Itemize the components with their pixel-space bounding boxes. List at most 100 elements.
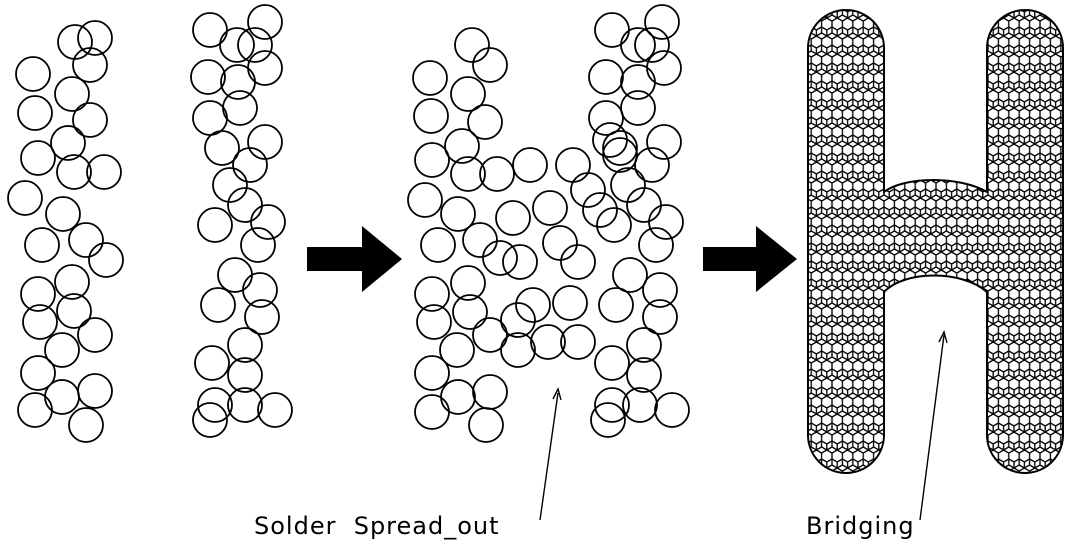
solder-particle [482,240,518,276]
solder-particle [68,222,104,258]
solder-particle [414,355,450,391]
solder-particle [15,56,51,92]
solder-particle [588,59,624,95]
solder-particle [77,373,113,409]
solder-particle [56,154,92,190]
solder-particle [555,147,591,183]
solder-particle [77,20,113,56]
bridging-pointer [919,334,945,521]
solder-particle [596,207,632,243]
solder-particle [450,265,486,301]
solder-particle [72,47,108,83]
solder-particle [588,100,624,136]
solder-particle [620,27,656,63]
solder-particle [22,304,58,340]
stage-1-solder-particles [7,4,293,443]
solder-particle [257,392,293,428]
solder-particle [192,100,228,136]
solder-particle [240,227,276,263]
bridging-label: Bridging [806,512,915,540]
solder-particle [190,59,226,95]
solder-particle [192,402,228,438]
solder-particle [20,276,56,312]
solder-particle [68,407,104,443]
stage-2-spread-out-particles [407,4,690,443]
solder-particle [7,180,43,216]
solder-particle [54,76,90,112]
solder-particle [45,196,81,232]
solder-particle [200,287,236,323]
solder-particle [495,200,531,236]
solder-particle [634,27,670,63]
solder-particle [407,182,443,218]
solder-particle [219,27,255,63]
solder-particle [197,387,233,423]
solder-particle [620,90,656,126]
solder-particle [244,299,280,335]
solder-particle [612,257,648,293]
right-arrow-icon [307,226,402,292]
solder-particle [626,327,662,363]
solder-particle [444,128,480,164]
solder-particle [222,90,258,126]
solder-particle [638,227,674,263]
solder-particle [24,227,60,263]
solder-particle [242,272,278,308]
solder-particle [414,394,450,430]
solder-particle [512,147,548,183]
solder-particle [17,95,53,131]
solder-particle [450,156,486,192]
solder-particle [610,167,646,203]
solder-particle [416,304,452,340]
solder-particle [217,257,253,293]
solder-particle [227,187,263,223]
solder-particle [54,264,90,300]
solder-particle [72,102,108,138]
solder-particle [502,244,538,280]
solder-particle [439,332,475,368]
solder-particle [20,140,56,176]
solder-particle [500,302,536,338]
solder-particle [247,124,283,160]
spread-out-pointer [539,392,559,521]
solder-particle [602,137,638,173]
solder-particle [472,374,508,410]
solder-particle [450,76,486,112]
solder-particle [44,379,80,415]
solder-particle [194,345,230,381]
solder-particle [77,317,113,353]
solder-particle [440,379,476,415]
solder-particle [532,190,568,226]
solder-particle [462,222,498,258]
solder-particle [500,332,536,368]
solder-particle [212,167,248,203]
solder-particle [620,64,656,100]
solder-particle [560,244,596,280]
solder-particle [582,192,618,228]
solder-particle [50,125,86,161]
solder-particle [440,196,476,232]
solder-particle [622,387,658,423]
solder-particle [542,225,578,261]
solder-particle [468,407,504,443]
solder-particle [56,293,92,329]
solder-particle [467,104,503,140]
solder-particle [594,387,630,423]
solder-particle [646,50,682,86]
arrowhead-icon [552,387,562,401]
right-arrow-icon [703,226,797,292]
solder-particle [648,204,684,240]
solder-particle [642,299,678,335]
solder-particle [634,147,670,183]
solder-particle [414,142,450,178]
solder-particle [594,345,630,381]
solder-particle [420,227,456,263]
solder-particle [452,294,488,330]
solder-particle [644,4,680,40]
solder-particle [530,324,566,360]
solder-particle [626,187,662,223]
solder-particle [594,12,630,48]
arrowhead-icon [938,330,948,344]
solder-particle [197,207,233,243]
